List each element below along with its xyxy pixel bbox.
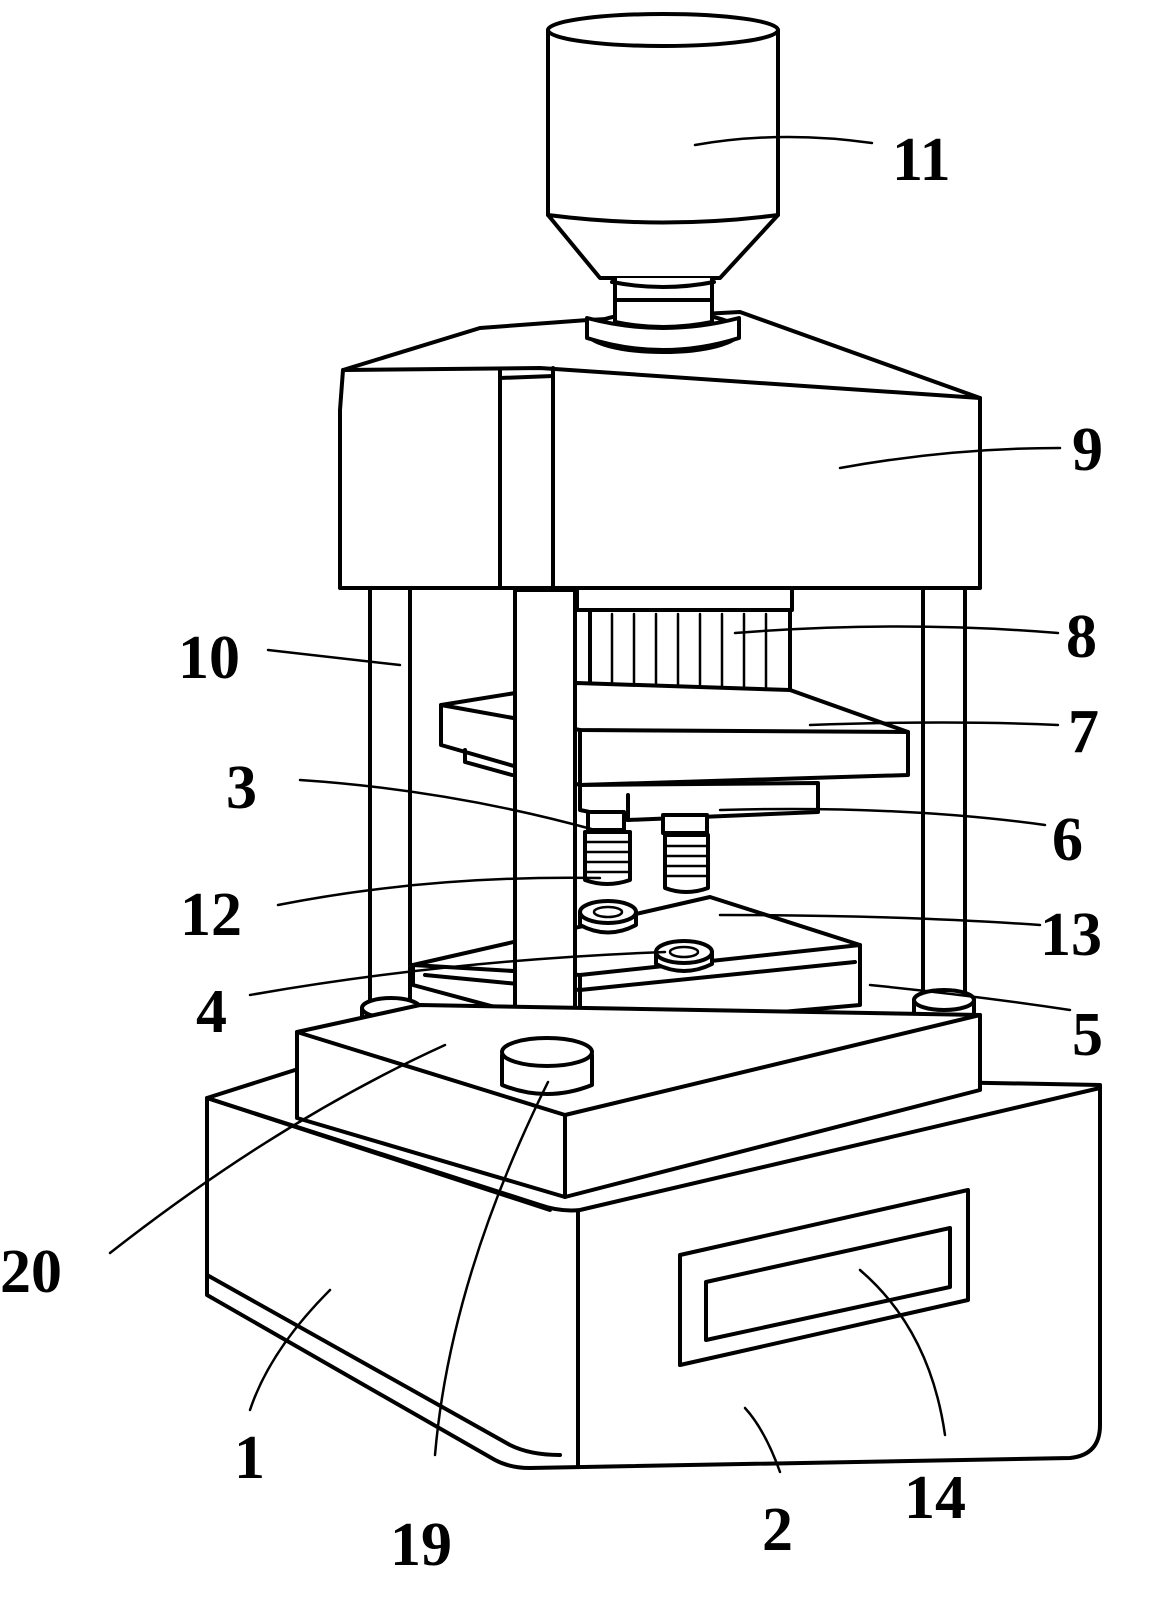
label-1: 1 xyxy=(234,1424,265,1492)
label-14: 14 xyxy=(904,1464,966,1532)
label-8: 8 xyxy=(1066,603,1097,671)
moving-plate xyxy=(439,681,910,787)
die-holes xyxy=(578,899,714,973)
hopper xyxy=(546,12,780,327)
label-13: 13 xyxy=(1040,901,1102,969)
column-right xyxy=(912,586,976,1028)
base xyxy=(205,1068,1102,1470)
control-panel xyxy=(678,1188,970,1367)
leader-lines xyxy=(108,135,1072,1474)
label-9: 9 xyxy=(1072,416,1103,484)
table-top xyxy=(295,1003,982,1199)
label-6: 6 xyxy=(1052,806,1083,874)
springs xyxy=(583,810,710,894)
label-2: 2 xyxy=(762,1496,793,1564)
label-4: 4 xyxy=(196,978,227,1046)
label-3: 3 xyxy=(226,754,257,822)
column-front xyxy=(513,588,577,1052)
punch-holder xyxy=(578,781,820,822)
label-20: 20 xyxy=(0,1238,62,1306)
label-19: 19 xyxy=(390,1511,452,1579)
part-labels: 11 9 10 8 7 3 6 12 13 4 5 20 1 19 2 14 xyxy=(0,126,1103,1579)
label-5: 5 xyxy=(1072,1001,1103,1069)
label-7: 7 xyxy=(1068,698,1099,766)
label-12: 12 xyxy=(180,881,242,949)
label-10: 10 xyxy=(178,624,240,692)
top-housing xyxy=(338,298,982,590)
label-11: 11 xyxy=(892,126,951,194)
